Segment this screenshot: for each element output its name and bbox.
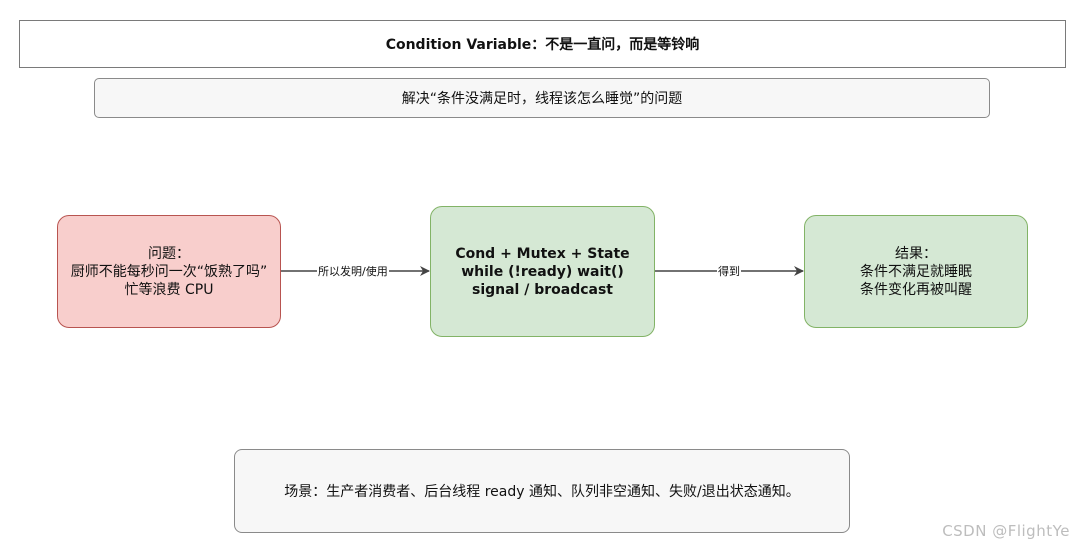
node-result-line-2: 条件不满足就睡眠	[860, 263, 972, 280]
edge-label-problem-to-mechanism: 所以发明/使用	[317, 265, 389, 279]
watermark: CSDN @FlightYe	[942, 522, 1070, 540]
diagram-subtitle-text: 解决“条件没满足时，线程该怎么睡觉”的问题	[401, 91, 683, 107]
node-problem: 问题： 厨师不能每秒问一次“饭熟了吗” 忙等浪费 CPU	[57, 215, 281, 328]
node-problem-line-1: 问题：	[148, 245, 190, 262]
node-mechanism: Cond + Mutex + State while (!ready) wait…	[430, 206, 655, 337]
node-problem-line-2: 厨师不能每秒问一次“饭熟了吗”	[70, 263, 268, 280]
edge-label-mechanism-to-result: 得到	[717, 265, 741, 279]
node-result-line-1: 结果：	[895, 245, 937, 262]
diagram-title: Condition Variable：不是一直问，而是等铃响	[19, 20, 1066, 68]
diagram-subtitle: 解决“条件没满足时，线程该怎么睡觉”的问题	[94, 78, 990, 118]
node-mechanism-line-3: signal / broadcast	[471, 281, 613, 298]
node-result: 结果： 条件不满足就睡眠 条件变化再被叫醒	[804, 215, 1028, 328]
node-mechanism-line-1: Cond + Mutex + State	[455, 245, 630, 262]
diagram-title-text: Condition Variable：不是一直问，而是等铃响	[385, 37, 700, 53]
scenario-note: 场景：生产者消费者、后台线程 ready 通知、队列非空通知、失败/退出状态通知…	[234, 449, 850, 533]
scenario-note-text: 场景：生产者消费者、后台线程 ready 通知、队列非空通知、失败/退出状态通知…	[284, 484, 800, 500]
node-problem-line-3: 忙等浪费 CPU	[124, 281, 214, 298]
node-mechanism-line-2: while (!ready) wait()	[461, 263, 624, 280]
node-result-line-3: 条件变化再被叫醒	[860, 281, 972, 298]
